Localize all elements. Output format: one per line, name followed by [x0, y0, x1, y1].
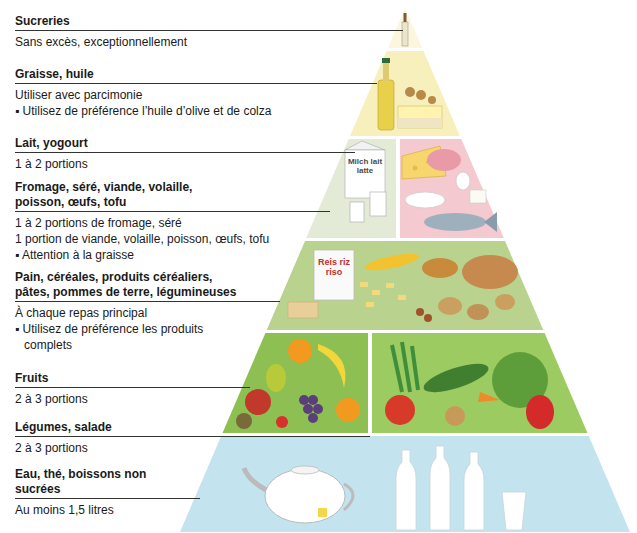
- serving-note: 1 à 2 portions: [15, 156, 355, 172]
- serving-note: Utiliser avec parcimonie: [15, 87, 377, 103]
- leader-line: Sucreries: [15, 11, 403, 31]
- rice-package: [314, 250, 354, 300]
- fruits: [236, 339, 360, 429]
- serving-note: ▪ Utilisez de préférence les produits co…: [15, 321, 239, 353]
- food-group-label: Fruits 2 à 3 portions: [15, 368, 250, 407]
- serving-note: ▪ Utilisez de préférence l’huile d’olive…: [15, 103, 377, 119]
- food-group-label: Eau, thé, boissons non sucrées Au moins 1…: [15, 467, 200, 518]
- teapot: [244, 466, 353, 523]
- leader-line: Fruits: [15, 368, 250, 388]
- serving-note: 1 portion de viande, volaille, poisson, …: [15, 231, 330, 247]
- food-group-label: Fromage, séré, viande, volaille, poisson…: [15, 180, 330, 263]
- food-group-heading: Fruits: [15, 371, 48, 386]
- food-group-heading: Graisse, huile: [15, 67, 94, 82]
- serving-note: 2 à 3 portions: [15, 440, 370, 456]
- food-group-label: Graisse, huileUtiliser avec parcimonie▪ …: [15, 64, 377, 119]
- vinegar-bottle: [402, 13, 408, 46]
- fruit-tier: [223, 333, 369, 433]
- food-group-heading: Légumes, salade: [15, 420, 112, 435]
- package-label: Reis riz riso: [316, 257, 352, 277]
- butter: [398, 106, 442, 128]
- serving-note: Sans excès, exceptionnellement: [15, 34, 403, 50]
- leader-line: Pain, céréales, produits céréaliers, pât…: [15, 270, 280, 302]
- dairy-tier-left: [306, 139, 396, 238]
- serving-note: 1 à 2 portions de fromage, séré: [15, 215, 330, 231]
- vegetables: [385, 342, 554, 429]
- food-group-label: Lait, yogourt 1 à 2 portions: [15, 133, 355, 172]
- food-group-heading: Sucreries: [15, 14, 70, 29]
- cereal-tier: [267, 241, 544, 330]
- food-group-heading: Eau, thé, boissons non sucrées: [15, 467, 165, 497]
- food-group-heading: Fromage, séré, viande, volaille, poisson…: [15, 180, 203, 210]
- serving-note: À chaque repas principal: [15, 305, 280, 321]
- serving-note: 2 à 3 portions: [15, 391, 250, 407]
- milk-carton: [345, 141, 385, 198]
- leader-line: Graisse, huile: [15, 64, 377, 84]
- food-group-heading: Pain, céréales, produits céréaliers, pât…: [15, 270, 250, 300]
- food-group-label: SucreriesSans excès, exceptionnellement: [15, 11, 403, 50]
- package-label: Milch lait latte: [347, 157, 383, 175]
- vegetable-tier: [372, 333, 588, 433]
- food-group-heading: Lait, yogourt: [15, 136, 88, 151]
- sweets-tier: [388, 8, 422, 48]
- bottles: [396, 446, 526, 530]
- leader-line: Lait, yogourt: [15, 133, 355, 153]
- leader-line: Fromage, séré, viande, volaille, poisson…: [15, 180, 330, 212]
- cheese-meat-fish: [402, 146, 497, 232]
- food-group-label: Pain, céréales, produits céréaliers, pât…: [15, 270, 280, 353]
- oil-bottle: [378, 58, 394, 130]
- glasses: [350, 192, 386, 222]
- leader-line: Eau, thé, boissons non sucrées: [15, 467, 200, 499]
- food-group-label: Légumes, salade 2 à 3 portions: [15, 417, 370, 456]
- water-tier: [180, 436, 630, 532]
- serving-note: Au moins 1,5 litres: [15, 502, 200, 518]
- nuts: [405, 87, 436, 104]
- serving-note: ▪ Attention à la graisse: [15, 247, 330, 263]
- leader-line: Légumes, salade: [15, 417, 370, 437]
- dairy-tier-right: [400, 139, 504, 238]
- cereal-foods: [288, 250, 518, 322]
